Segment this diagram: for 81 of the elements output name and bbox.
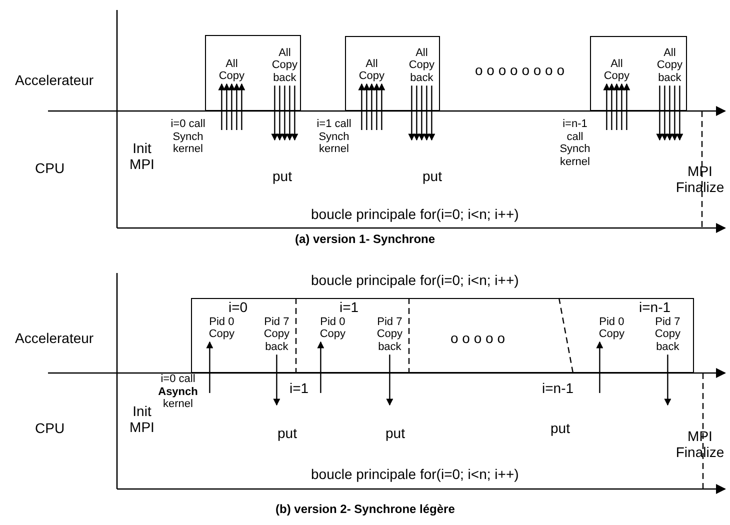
arrow: [603, 83, 610, 130]
step-text: All Copy back: [652, 46, 687, 85]
step-text: Pid 0 Copy: [312, 316, 353, 341]
box-outline: [205, 35, 301, 111]
step-text: Pid 7 Copy back: [258, 316, 295, 354]
text-label: Accelerateur: [15, 72, 94, 88]
arrow: [428, 86, 436, 141]
step-text: Pid 7 Copy back: [372, 316, 408, 354]
text-label: put: [550, 420, 570, 436]
arrow: [228, 83, 236, 130]
text-label: MPI Finalize: [674, 163, 726, 196]
arrow: [238, 83, 246, 130]
arrow: [676, 86, 684, 141]
arrow: [618, 83, 626, 130]
text-label: put: [422, 168, 442, 184]
arrow: [623, 83, 630, 130]
step-text: Pid 0 Copy: [592, 316, 632, 341]
step-text: All Copy back: [268, 46, 302, 85]
arrow: [223, 83, 230, 130]
text-label: boucle principale for(i=0; i<n; i++): [311, 272, 519, 288]
text-label: put: [278, 425, 297, 442]
arrow: [664, 354, 672, 406]
step-text: All Copy: [600, 58, 633, 83]
arrow: [368, 83, 376, 130]
arrow: [273, 354, 280, 406]
text-label: o o o o o o o o: [475, 62, 565, 78]
text-label: i=n-1: [542, 380, 574, 396]
step-text: Pid 7 Copy back: [650, 316, 686, 354]
arrow: [661, 86, 668, 141]
text-label: i=1: [290, 380, 309, 396]
arrow: [596, 341, 604, 393]
box-outline: [590, 36, 687, 111]
box-outline: [345, 36, 440, 111]
arrow: [386, 354, 394, 406]
box-outline: [191, 298, 694, 373]
arrow: [286, 86, 294, 141]
arrow: [363, 83, 370, 130]
arrow: [206, 341, 214, 393]
text-label: i=n-1 call Synch kernel: [558, 118, 592, 169]
step-text: All Copy: [356, 58, 388, 83]
arrow: [613, 83, 620, 130]
text-label: i=0: [228, 299, 248, 316]
arrow: [423, 86, 430, 141]
arrow: [317, 341, 324, 393]
arrow: [281, 86, 288, 141]
arrow: [276, 86, 284, 141]
text-label: Accelerateur: [15, 330, 94, 346]
step-text: All Copy: [216, 58, 248, 83]
step-text: All Copy back: [404, 46, 439, 85]
caption: (a) version 1- Synchrone: [295, 233, 436, 247]
arrow: [656, 86, 664, 141]
text-label: Init MPI: [128, 403, 156, 436]
text-label: o o o o o: [450, 330, 505, 346]
arrow: [408, 86, 416, 141]
text-label: i=1: [340, 299, 359, 316]
arrow: [358, 83, 366, 130]
step-text: Pid 0 Copy: [202, 316, 242, 341]
caption: (b) version 2- Synchrone légère: [276, 503, 455, 517]
arrow: [608, 83, 616, 130]
arrow: [373, 83, 380, 130]
text-label: i=0 call Synch kernel: [170, 118, 206, 156]
arrow: [671, 86, 678, 141]
arrow: [218, 83, 226, 130]
arrow: [418, 86, 426, 141]
arrow: [378, 83, 386, 130]
text-label: i=0 call Asynch kernel: [157, 373, 199, 411]
text-label: i=1 call Synch kernel: [316, 118, 352, 156]
text-label: Init MPI: [128, 140, 156, 172]
arrow: [271, 86, 278, 141]
text-label: CPU: [35, 420, 65, 436]
arrow: [291, 86, 298, 141]
text-label: CPU: [35, 160, 65, 176]
text-label: MPI Finalize: [674, 428, 726, 460]
arrow: [233, 83, 240, 130]
text-label: put: [386, 425, 405, 442]
text-label: i=n-1: [639, 299, 671, 316]
text-label: put: [272, 168, 292, 184]
arrow: [666, 86, 674, 141]
arrow: [413, 86, 420, 141]
text-label: boucle principale for(i=0; i<n; i++): [311, 206, 519, 222]
text-label: boucle principale for(i=0; i<n; i++): [311, 466, 519, 482]
